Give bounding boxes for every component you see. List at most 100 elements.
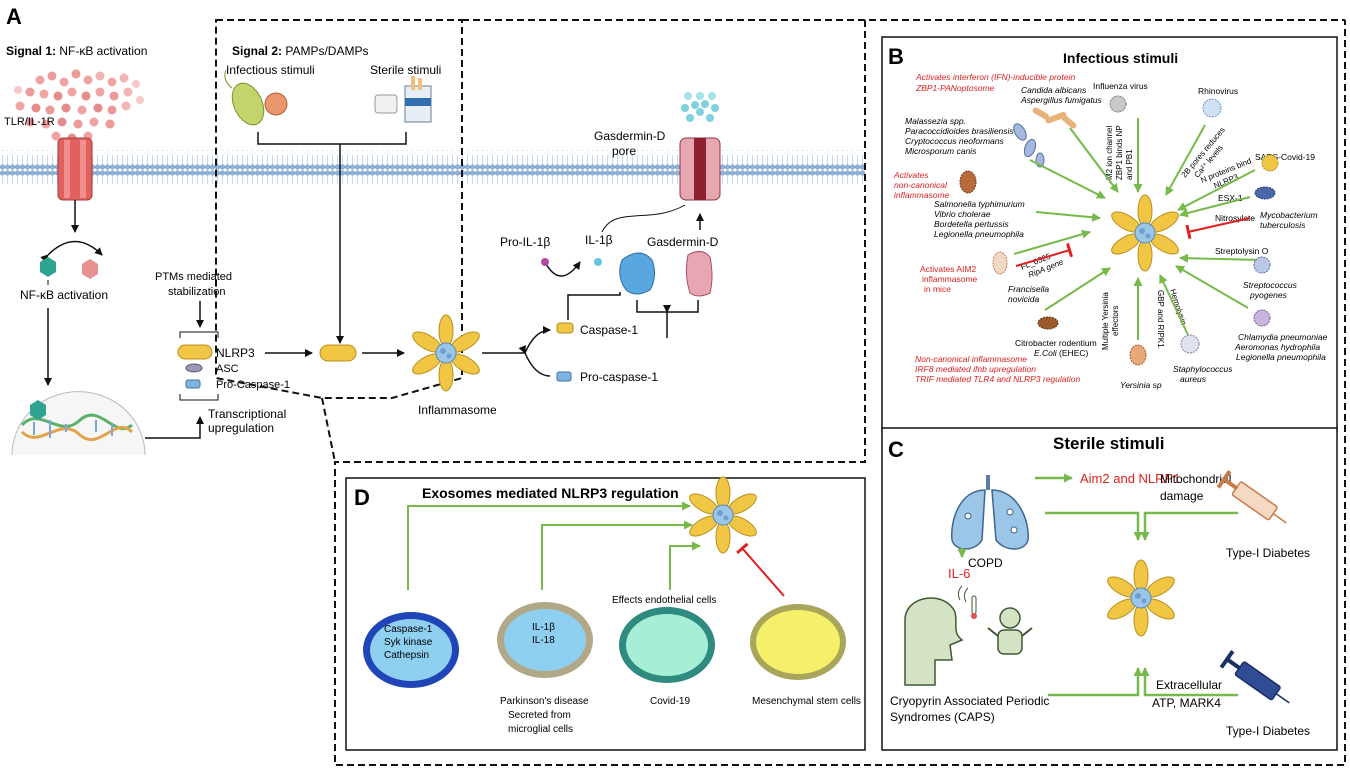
panel-d-letter: D xyxy=(354,485,370,510)
yeast-icon xyxy=(1013,123,1045,168)
pro-il1b-icon xyxy=(541,258,549,266)
syringe-top-icon xyxy=(1216,469,1287,524)
parkinson-label: Parkinson's disease xyxy=(500,696,589,707)
staph-2: aureus xyxy=(1180,374,1207,384)
secreted-label-1: Secreted from xyxy=(508,710,571,721)
nfkb-subunit-icon xyxy=(40,257,56,277)
m2-rotated: M2 ion channel ZBP1 binds NP and PB1 xyxy=(1105,125,1134,180)
chlamydia-icon xyxy=(1253,309,1271,327)
panel-b: B Infectious stimuli Activates interfero… xyxy=(881,36,1338,433)
chlamydia-2: Aeromonas hydrophila xyxy=(1234,342,1320,352)
m2-text-3: and PB1 xyxy=(1125,149,1134,180)
ptm-label-1: PTMs mediated xyxy=(155,271,232,283)
influenza-icon xyxy=(1109,95,1127,113)
inflammasome-icon xyxy=(409,314,483,392)
il1b-label: IL-1β xyxy=(585,233,613,247)
nitrosylate-label: Nitrosylate xyxy=(1215,213,1255,223)
panel-c-letter: C xyxy=(888,437,904,462)
ligand-cloud xyxy=(14,69,144,143)
copd-label: COPD xyxy=(968,556,1003,570)
francisella-2: novicida xyxy=(1008,294,1039,304)
caps-icons xyxy=(904,585,1033,686)
mycobacterium-icon xyxy=(1254,186,1276,200)
rhinovirus-icon xyxy=(1202,98,1222,118)
exo2-item-2: IL-18 xyxy=(532,635,555,646)
bottom-red-3: TRIF mediated TLR4 and NLRP3 regulation xyxy=(915,374,1080,384)
myco-2: tuberculosis xyxy=(1260,220,1306,230)
sterile-icons xyxy=(374,76,432,123)
chlamydia-1: Chlamydia pneumoniae xyxy=(1238,332,1328,342)
procaspase1-label: Pro-caspase-1 xyxy=(580,370,658,384)
secreted-label-2: microglial cells xyxy=(508,724,573,735)
diabetes-bottom-label: Type-I Diabetes xyxy=(1226,724,1310,738)
syringe-bottom-icon xyxy=(1219,649,1290,704)
panel-c: C Sterile stimuli COPD Aim2 and NLRP1 IL… xyxy=(881,427,1338,751)
exosome-4 xyxy=(750,604,846,680)
pathogen-icons xyxy=(224,69,288,126)
m2-text-1: M2 ion channel xyxy=(1105,126,1114,180)
panel-c-title: Sterile stimuli xyxy=(1053,434,1164,453)
multi-rotated: Multiple Yersinia effectors xyxy=(1101,292,1120,350)
extra-label-1: Extracellular xyxy=(1156,678,1222,692)
citro-2: E.Coli (EHEC) xyxy=(1034,348,1088,358)
gasdermin-pore xyxy=(679,92,721,201)
aim2-text-1: Activates AIM2 xyxy=(920,264,976,274)
exosome-3 xyxy=(619,607,715,683)
msc-label: Mesenchymal stem cells xyxy=(752,696,861,707)
noncanon-text-1: Activates xyxy=(893,170,929,180)
myco-1: Mycobacterium xyxy=(1260,210,1318,220)
candida-1: Candida albicans xyxy=(1021,85,1087,95)
signal2-label: Signal 2: PAMPs/DAMPs xyxy=(232,44,368,58)
diabetes-top-label: Type-I Diabetes xyxy=(1226,546,1310,560)
yersinia-icon xyxy=(1129,344,1147,366)
malassezia-2: Paracoccidioides brasiliensis xyxy=(905,126,1014,136)
pore-label-1: Gasdermin-D xyxy=(594,129,666,143)
endothelial-label: Effects endothelial cells xyxy=(612,595,716,606)
fungus-icon xyxy=(1032,107,1077,129)
zbp1-text-2: ZBP1-PANoptosome xyxy=(915,83,995,93)
il1b-icon xyxy=(594,258,602,266)
ikb-subunit-icon xyxy=(82,259,98,279)
yersinia-label: Yersinia sp xyxy=(1120,380,1162,390)
complex-asc-label: ASC xyxy=(216,363,239,375)
panel-b-letter: B xyxy=(888,44,904,69)
cell-membrane xyxy=(0,150,865,184)
sars-label: SARS-Covid-19 xyxy=(1255,152,1315,162)
streptolysin-label: Streptolysin O xyxy=(1215,246,1269,256)
malassezia-3: Cryptococcus neoformans xyxy=(905,136,1004,146)
staph-icon xyxy=(1180,334,1200,354)
exo1-item-1: Caspase-1 xyxy=(384,624,433,635)
panel-d: D Exosomes mediated NLRP3 regulation Cas… xyxy=(345,476,866,751)
panel-a-letter: A xyxy=(6,4,22,29)
nfkb-activation-label: NF-κB activation xyxy=(20,288,108,302)
caps-label-1: Cryopyrin Associated Periodic xyxy=(890,694,1049,708)
esx-label: ESX-1 xyxy=(1218,193,1243,203)
sars-icon xyxy=(1261,154,1279,172)
ptm-label-2: stabilization xyxy=(168,286,225,298)
salmonella-3: Bordetella pertussis xyxy=(934,219,1009,229)
caspase1-label: Caspase-1 xyxy=(580,323,638,337)
salmonella-1: Salmonella typhimurium xyxy=(934,199,1025,209)
covid-label: Covid-19 xyxy=(650,696,690,707)
candida-2: Aspergillus fumigatus xyxy=(1020,95,1103,105)
strep-2: pyogenes xyxy=(1249,290,1288,300)
gasdermin-cleavage xyxy=(619,251,713,297)
infectious-stimuli-label: Infectious stimuli xyxy=(226,63,315,77)
strep-1: Streptococcus xyxy=(1243,280,1298,290)
gasdermin-d-label: Gasdermin-D xyxy=(647,235,719,249)
zbp1-text-1: Activates interferon (IFN)-inducible pro… xyxy=(915,72,1075,82)
pore-label-2: pore xyxy=(612,144,636,158)
francisella-1: Francisella xyxy=(1008,284,1049,294)
multi-text-1: Multiple Yersinia xyxy=(1101,292,1110,350)
nucleus-dna xyxy=(11,391,146,456)
gbp-text: GBP and RIPK1 xyxy=(1156,290,1165,348)
malassezia-4: Microsporum canis xyxy=(905,146,977,156)
aim2-text-2: inflammasome xyxy=(922,274,978,284)
aim2-nlrp1-label: Aim2 and NLRP1 xyxy=(1080,471,1180,486)
bottom-red-1: Non-canonical inflammasome xyxy=(915,354,1027,364)
panel-d-title: Exosomes mediated NLRP3 regulation xyxy=(422,485,679,501)
salmonella-2: Vibrio cholerae xyxy=(934,209,991,219)
chlamydia-3: Legionella pneumophila xyxy=(1236,352,1326,362)
